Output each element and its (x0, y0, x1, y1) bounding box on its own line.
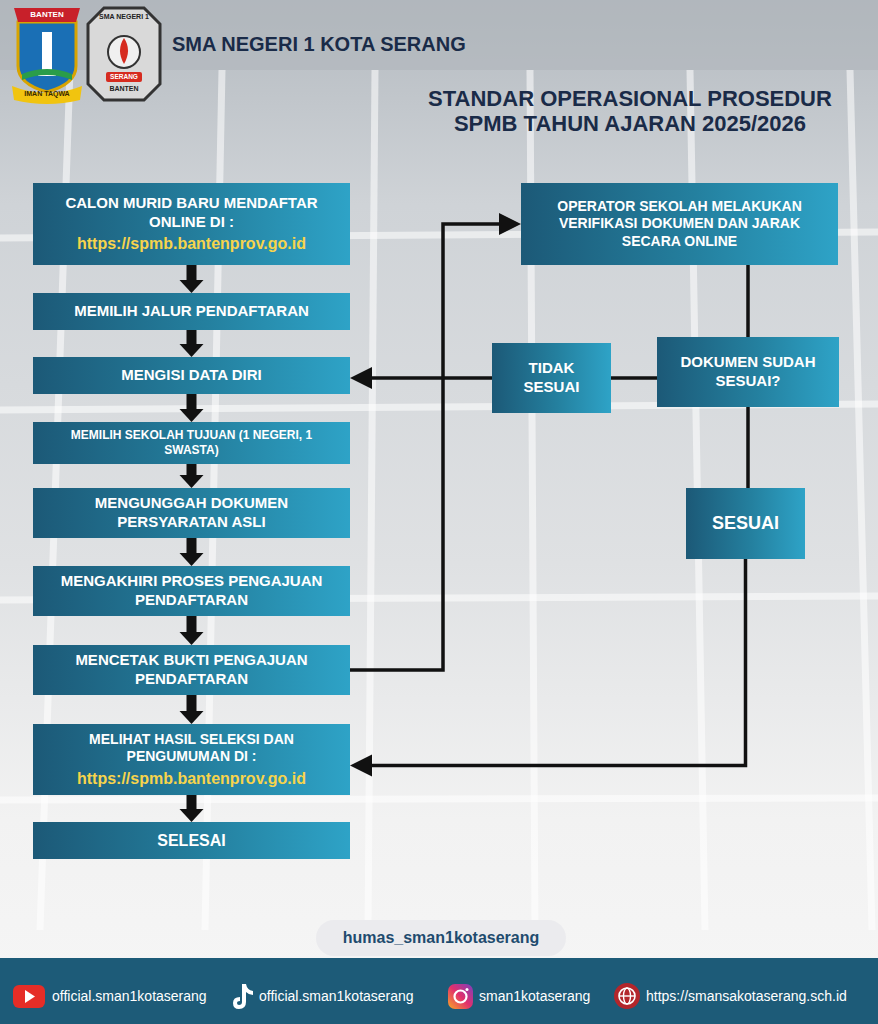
connector-line (187, 265, 197, 281)
website-url: https://smansakotaserang.sch.id (646, 988, 847, 1004)
connector-line (611, 376, 657, 380)
node-text: MEMILIH JALUR PENDAFTARAN (74, 302, 309, 321)
node-text: MENGUNGGAH DOKUMEN PERSYARATAN ASLI (43, 494, 340, 532)
process-box: MENGAKHIRI PROSES PENGAJUAN PENDAFTARAN (33, 566, 350, 616)
logo-text: IMAN TAQWA (14, 90, 80, 97)
node-text: DOKUMEN SUDAH SESUAI? (667, 353, 829, 391)
arrow-head (180, 809, 204, 822)
connector-line (187, 795, 197, 810)
process-box: CALON MURID BARU MENDAFTAR ONLINE DI :ht… (33, 183, 350, 265)
connector (748, 265, 749, 337)
connector (180, 394, 204, 422)
arrow-head (180, 280, 204, 293)
connector-line (350, 224, 500, 670)
handle-pill: humas_sman1kotaserang (316, 920, 566, 956)
node-text: SESUAI (712, 512, 779, 535)
connector (180, 265, 204, 293)
url-text: https://spmb.bantenprov.go.id (77, 234, 306, 254)
node-text: SELESAI (157, 831, 225, 851)
connector-line (187, 394, 197, 410)
node-text: humas_sman1kotaserang (343, 928, 540, 948)
process-box: MENCETAK BUKTI PENGAJUAN PENDAFTARAN (33, 645, 350, 695)
social-handle: sman1kotaserang (479, 988, 590, 1004)
process-box: MEMILIH JALUR PENDAFTARAN (33, 293, 350, 330)
arrow-head (180, 553, 204, 566)
logo-text: BANTEN (14, 10, 80, 19)
connector-line (746, 265, 750, 337)
node-text: TIDAK SESUAI (502, 359, 601, 397)
url-text: https://spmb.bantenprov.go.id (77, 769, 306, 789)
arrow-head (180, 409, 204, 422)
connector (748, 407, 749, 488)
node-text: MENCETAK BUKTI PENGAJUAN PENDAFTARAN (43, 651, 340, 689)
connector (611, 378, 657, 379)
arrow-head (499, 213, 521, 235)
connector (350, 559, 746, 777)
connector (180, 616, 204, 645)
connector (350, 213, 521, 670)
connector-line (371, 376, 492, 380)
answer-box: TIDAK SESUAI (492, 343, 611, 413)
end-box: SELESAI (33, 822, 350, 859)
connector (180, 695, 204, 724)
logo-text: SMA NEGERI 1 (94, 13, 154, 20)
connector-line (187, 695, 197, 712)
social-handle: official.sman1kotaserang (259, 988, 414, 1004)
node-text: MELIHAT HASIL SELEKSI DAN PENGUMUMAN DI … (43, 731, 340, 766)
answer-box: SESUAI (686, 488, 805, 559)
social-handle: official.sman1kotaserang (52, 988, 207, 1004)
arrow-head (350, 367, 372, 389)
arrow-head (180, 711, 204, 724)
node-text: MENGAKHIRI PROSES PENGAJUAN PENDAFTARAN (43, 572, 340, 610)
decision-box: DOKUMEN SUDAH SESUAI? (657, 337, 839, 407)
process-box: MENGISI DATA DIRI (33, 357, 350, 394)
logo-text: BANTEN (98, 85, 150, 92)
arrow-head (180, 344, 204, 357)
connector (180, 330, 204, 357)
arrow-head (180, 475, 204, 488)
node-text: OPERATOR SEKOLAH MELAKUKAN VERIFIKASI DO… (531, 198, 828, 251)
connector-line (187, 538, 197, 554)
node-text: MENGISI DATA DIRI (121, 366, 262, 385)
logo-text: SERANG (106, 73, 142, 80)
school-name: SMA NEGERI 1 KOTA SERANG (172, 33, 466, 56)
process-box: OPERATOR SEKOLAH MELAKUKAN VERIFIKASI DO… (521, 183, 838, 265)
node-text: CALON MURID BARU MENDAFTAR ONLINE DI : (43, 194, 340, 232)
connector (350, 367, 492, 389)
school-logo (88, 8, 160, 100)
diagram-title: STANDAR OPERASIONAL PROSEDUR SPMB TAHUN … (405, 86, 855, 136)
connector-line (746, 407, 750, 488)
connector (180, 464, 204, 488)
connector-line (187, 330, 197, 345)
connector-line (371, 559, 746, 766)
connector (180, 795, 204, 822)
process-box: MENGUNGGAH DOKUMEN PERSYARATAN ASLI (33, 488, 350, 538)
arrow-head (180, 632, 204, 645)
connector-line (187, 616, 197, 633)
process-box: MEMILIH SEKOLAH TUJUAN (1 NEGERI, 1 SWAS… (33, 422, 350, 464)
node-text: MEMILIH SEKOLAH TUJUAN (1 NEGERI, 1 SWAS… (43, 428, 340, 458)
process-box: MELIHAT HASIL SELEKSI DAN PENGUMUMAN DI … (33, 724, 350, 795)
connector-line (187, 464, 197, 476)
banten-logo (12, 8, 82, 104)
social-icons (0, 958, 878, 1024)
arrow-head (350, 755, 372, 777)
connector (180, 538, 204, 566)
